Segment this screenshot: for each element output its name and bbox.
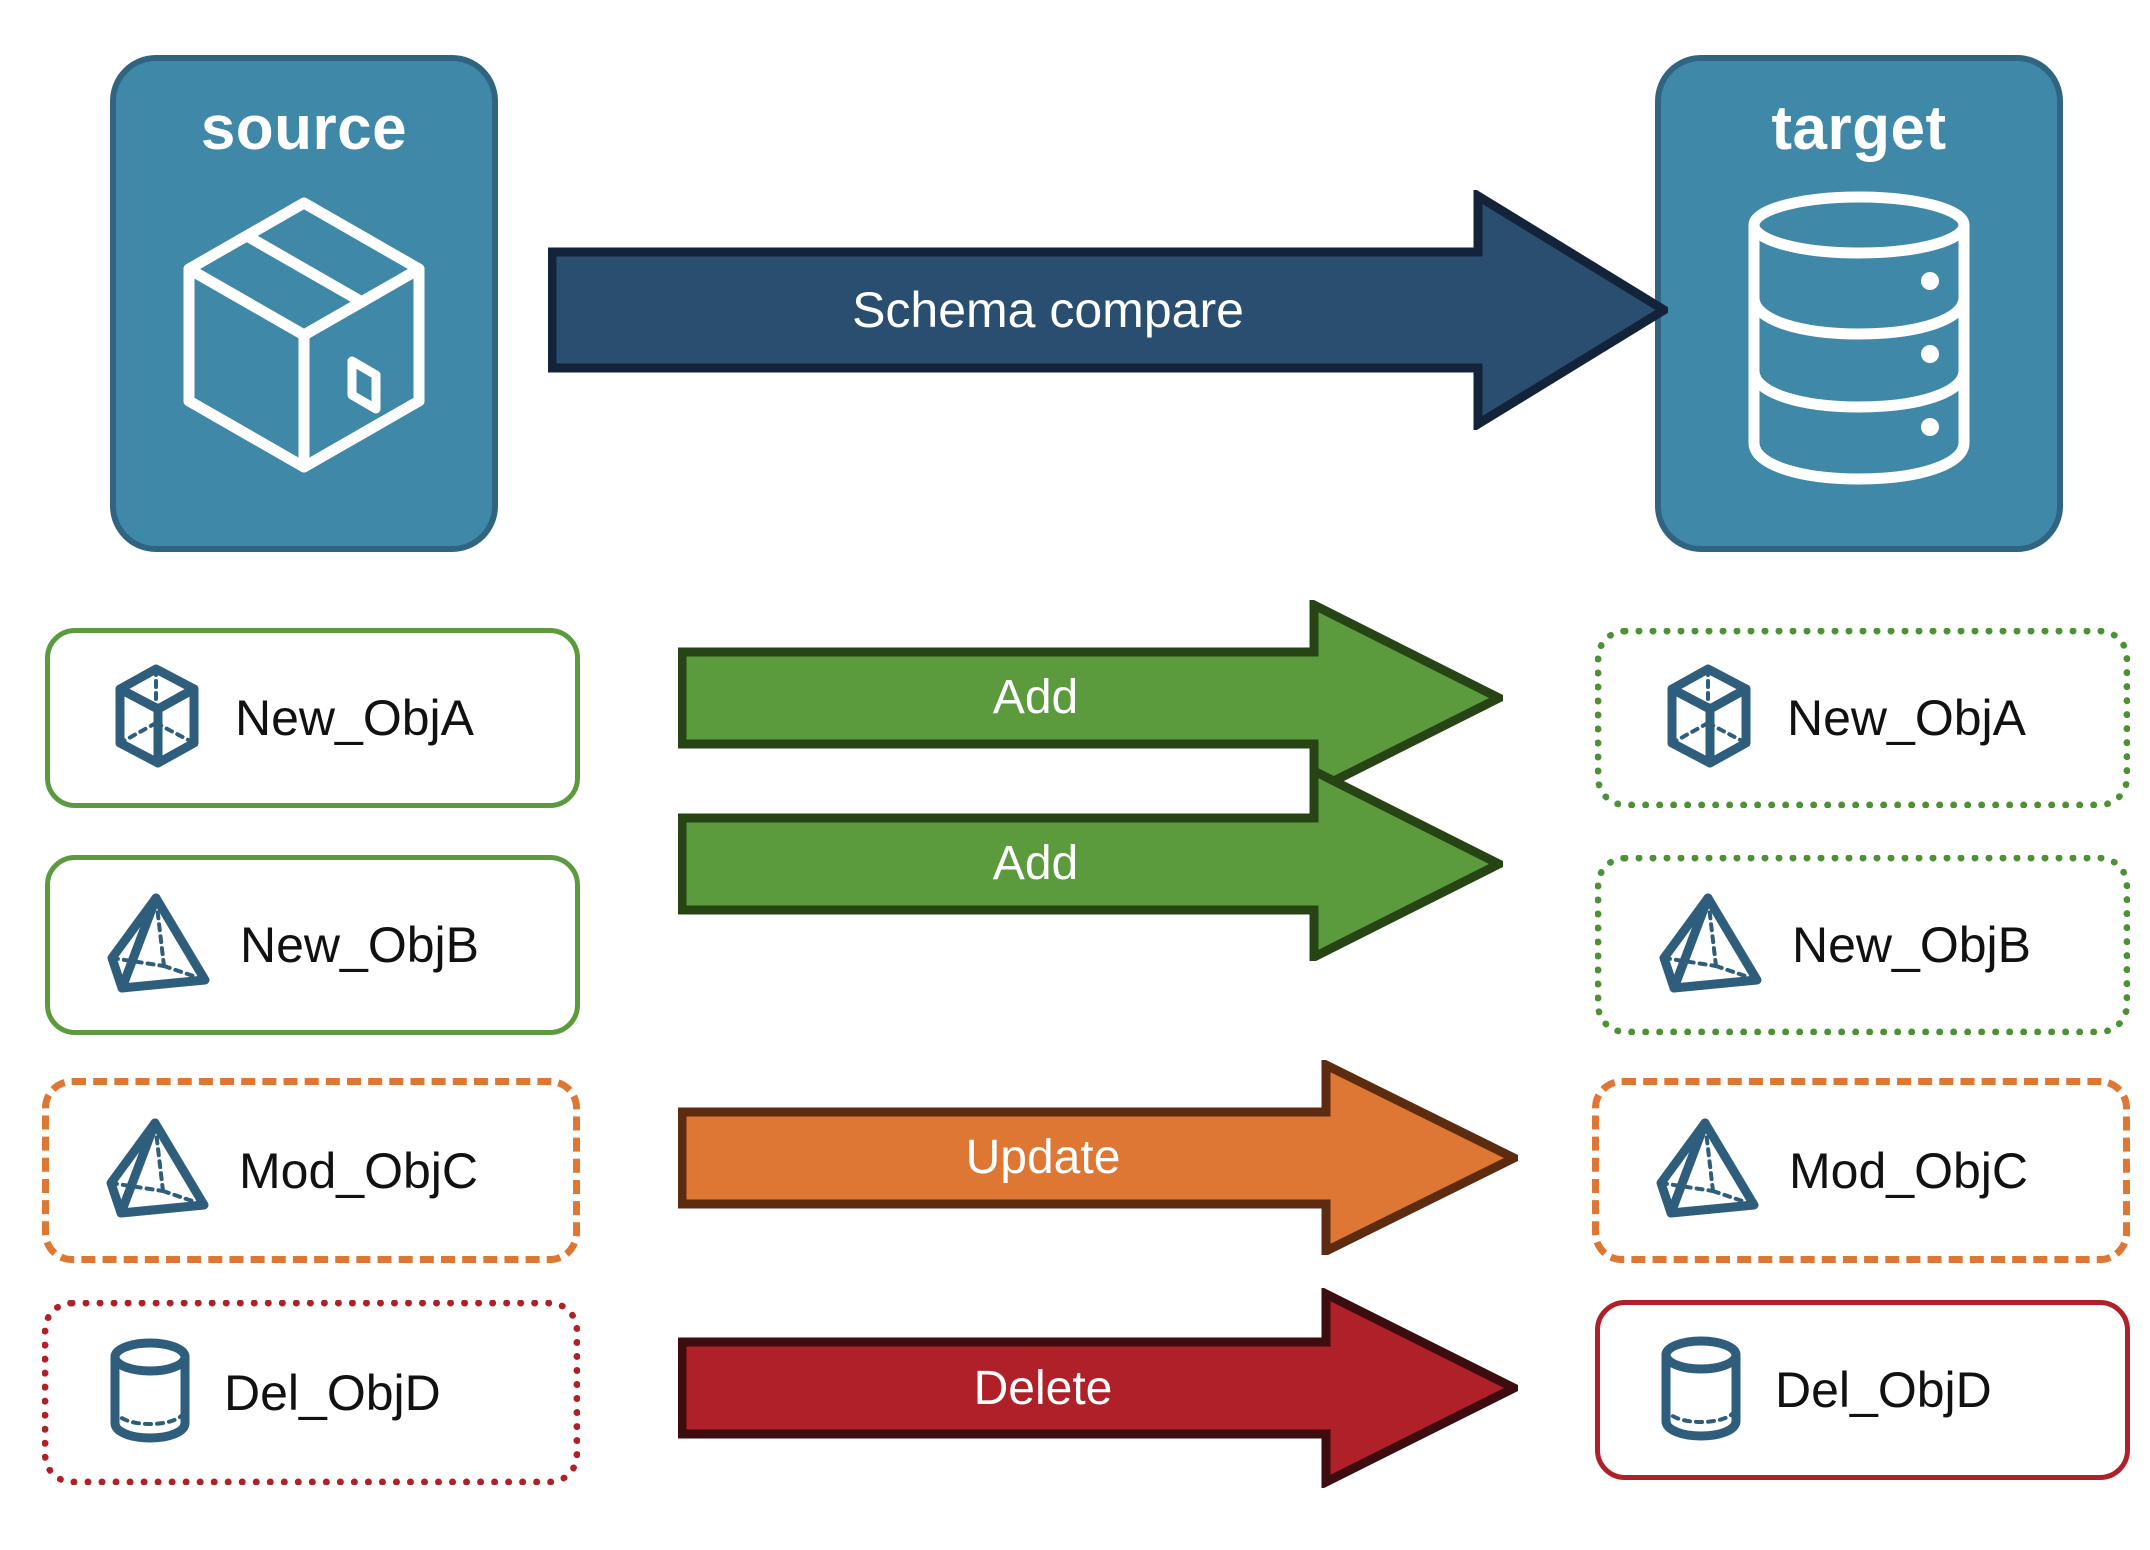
wireframe-cube-icon (1656, 661, 1761, 776)
database-cylinder-icon (1734, 185, 1984, 490)
target-panel[interactable]: target (1655, 55, 2063, 552)
source-panel[interactable]: source (110, 55, 498, 552)
action-arrow-update[interactable]: Update (677, 1057, 1525, 1259)
source-object-box[interactable]: New_ObjB (45, 855, 580, 1035)
wireframe-pyramid-icon (104, 888, 214, 1003)
target-object-box[interactable]: New_ObjA (1595, 628, 2130, 808)
wireframe-cylinder-icon (103, 1335, 198, 1450)
source-panel-title: source (200, 94, 408, 163)
source-object-box[interactable]: New_ObjA (45, 628, 580, 808)
wireframe-cylinder-icon (1654, 1333, 1749, 1448)
schema-compare-arrow[interactable]: Schema compare (547, 187, 1673, 433)
wireframe-pyramid-icon (103, 1113, 213, 1228)
target-object-label: Del_ObjD (1775, 1362, 1992, 1418)
wireframe-pyramid-icon (1653, 1113, 1763, 1228)
package-cube-icon (169, 185, 439, 490)
wireframe-pyramid-icon (1656, 888, 1766, 1003)
source-object-box[interactable]: Mod_ObjC (42, 1078, 580, 1263)
source-object-label: Del_ObjD (224, 1364, 441, 1421)
target-object-label: New_ObjB (1792, 917, 2031, 973)
target-panel-title: target (1771, 94, 1947, 163)
action-arrow-delete[interactable]: Delete (677, 1286, 1525, 1490)
target-object-box[interactable]: New_ObjB (1595, 855, 2130, 1035)
target-object-label: Mod_ObjC (1789, 1142, 2028, 1199)
source-object-label: New_ObjA (235, 690, 474, 746)
action-arrow-add-2[interactable]: Add (677, 763, 1510, 965)
source-object-label: Mod_ObjC (239, 1142, 478, 1199)
source-object-box[interactable]: Del_ObjD (42, 1300, 580, 1485)
target-object-box[interactable]: Del_ObjD (1595, 1300, 2130, 1480)
source-object-label: New_ObjB (240, 917, 479, 973)
wireframe-cube-icon (104, 661, 209, 776)
target-object-box[interactable]: Mod_ObjC (1592, 1078, 2130, 1263)
target-object-label: New_ObjA (1787, 690, 2026, 746)
